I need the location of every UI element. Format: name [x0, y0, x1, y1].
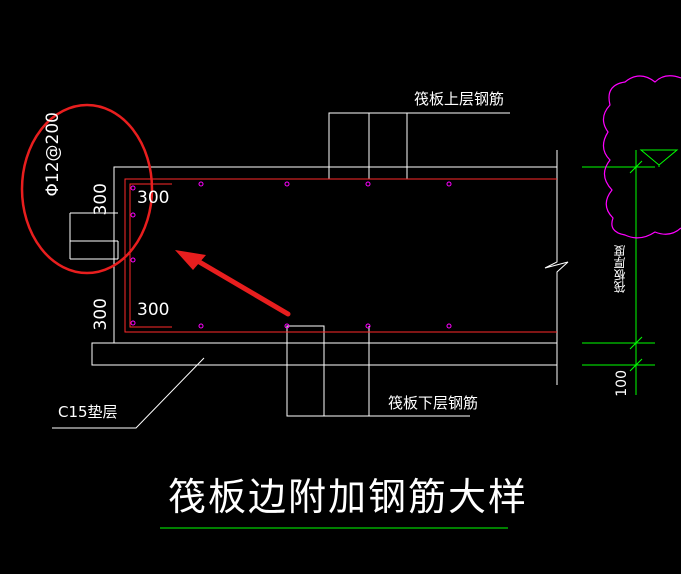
break-line — [544, 150, 569, 385]
cushion-label: C15垫层 — [58, 403, 118, 421]
top-rebar-label: 筏板上层钢筋 — [414, 90, 505, 108]
dim-100-label: 100 — [614, 370, 630, 397]
thickness-dimension — [582, 150, 655, 395]
soil-symbol — [602, 75, 681, 239]
top-rebar-leader — [328, 112, 510, 180]
rebar-dots — [130, 181, 452, 329]
dim-300-inner-bottom: 300 — [137, 300, 170, 320]
bottom-rebar-leader — [286, 325, 470, 417]
annotation-circle — [20, 103, 154, 275]
left-dimension — [69, 212, 119, 260]
annotation-arrow — [175, 250, 291, 317]
dim-300-left-bottom: 300 — [91, 298, 111, 331]
dim-300-inner-top: 300 — [137, 188, 170, 208]
bottom-rebar-label: 筏板下层钢筋 — [388, 394, 479, 412]
level-marker — [639, 149, 679, 167]
thickness-label: 筏板厚度 — [613, 245, 627, 293]
dim-300-left-top: 300 — [91, 183, 111, 216]
drawing-title: 筏板边附加钢筋大样 — [168, 475, 529, 519]
cushion-leader — [52, 357, 205, 429]
rebar-spec-label: Φ12@200 — [43, 112, 63, 197]
